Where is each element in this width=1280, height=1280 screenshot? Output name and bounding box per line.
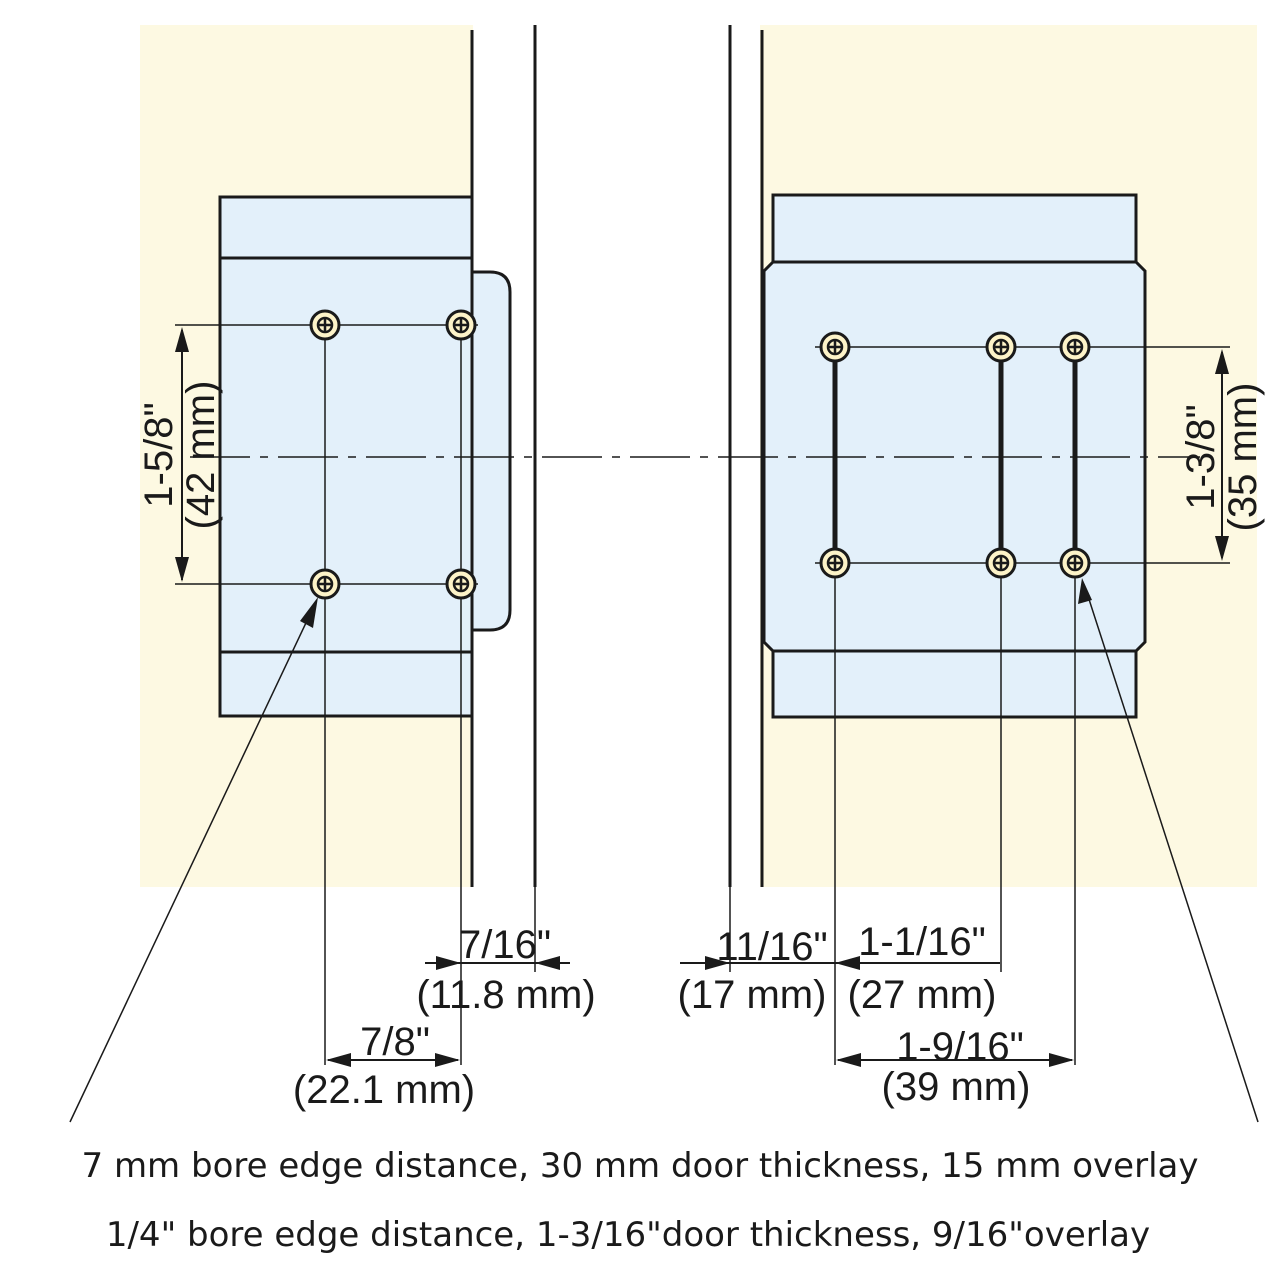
- near-hole-mm-label: (27 mm): [848, 973, 997, 1017]
- right-vertical-mm-label: (35 mm): [1221, 383, 1265, 532]
- caption-imperial: 1/4" bore edge distance, 1-3/16"door thi…: [106, 1215, 1150, 1255]
- leader-lines: [69, 578, 1259, 1123]
- left-spacing-mm-label: (22.1 mm): [293, 1068, 475, 1112]
- left-vertical-mm-label: (42 mm): [179, 381, 223, 530]
- left-edge-dimension: 7/16" (11.8 mm): [416, 923, 595, 1017]
- caption-metric: 7 mm bore edge distance, 30 mm door thic…: [82, 1146, 1199, 1186]
- far-hole-mm-label: (39 mm): [882, 1065, 1031, 1109]
- right-mounting-plate: [762, 193, 1147, 719]
- far-hole-in-label: 1-9/16": [896, 1025, 1024, 1069]
- left-spacing-dimension: 7/8" (22.1 mm): [293, 1020, 475, 1112]
- left-spacing-in-label: 7/8": [360, 1020, 430, 1064]
- left-vertical-in-label: 1-5/8": [137, 402, 181, 507]
- near-hole-in-label: 1-1/16": [858, 920, 986, 964]
- far-hole-dimension: 1-9/16" (39 mm): [836, 1025, 1074, 1109]
- overlay-dimension: 11/16" (17 mm): [678, 925, 835, 1017]
- left-edge-mm-label: (11.8 mm): [416, 973, 595, 1017]
- left-mounting-plate: [218, 195, 512, 718]
- overlay-mm-label: (17 mm): [678, 973, 827, 1017]
- right-vertical-dimension: 1-3/8" (35 mm): [1179, 349, 1265, 561]
- right-hole-lines: [729, 346, 1230, 1065]
- right-vertical-in-label: 1-3/8": [1179, 404, 1223, 509]
- overlay-in-label: 11/16": [716, 925, 827, 969]
- wall-lines: [470, 25, 764, 887]
- near-hole-dimension: 1-1/16" (27 mm): [835, 920, 1000, 1017]
- left-edge-in-label: 7/16": [459, 923, 551, 967]
- left-vertical-dimension: 1-5/8" (42 mm): [137, 327, 223, 582]
